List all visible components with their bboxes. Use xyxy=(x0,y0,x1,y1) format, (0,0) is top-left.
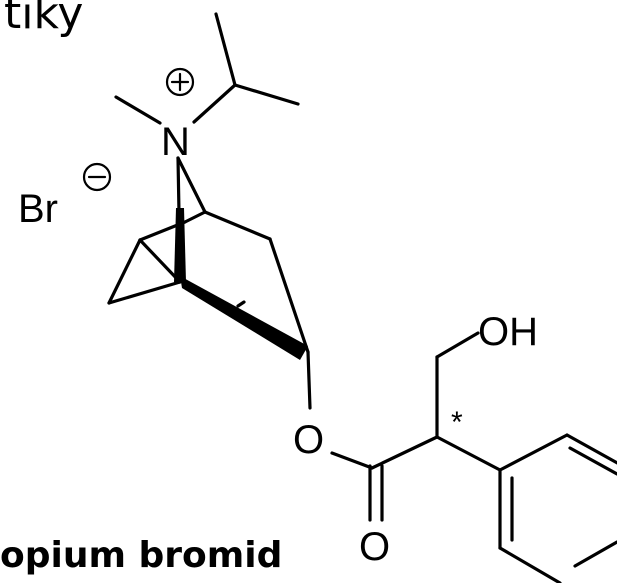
phenyl-bond-1 xyxy=(498,433,569,472)
ring-bond-right xyxy=(268,237,310,354)
ring-bond-left xyxy=(107,280,182,305)
isopropyl-methyl-bond-upper xyxy=(214,12,237,87)
phenyl-inner-bond-3 xyxy=(573,540,617,568)
ring-wedge-bond-lower xyxy=(180,276,308,360)
ester-oxygen-label: O xyxy=(293,418,324,462)
c3-oxygen-bond xyxy=(306,350,312,410)
bridge-wedge-bond xyxy=(174,208,186,282)
compound-caption-fragment: opium bromid xyxy=(0,535,283,576)
negative-charge-icon xyxy=(82,162,112,192)
positive-charge-icon xyxy=(165,67,195,97)
ethano-bridge-bond-1 xyxy=(138,238,182,284)
isopropyl-methyl-bond-right xyxy=(233,83,300,106)
ring-bond-top-right xyxy=(203,210,272,241)
n-isopropyl-bond xyxy=(192,83,237,124)
ch2-hydroxyl-bond xyxy=(435,331,480,359)
phenyl-bond-2 xyxy=(565,433,617,465)
bromine-label: Br xyxy=(18,187,58,231)
hydroxyl-label: OH xyxy=(478,310,538,354)
ethano-bridge-bond-2 xyxy=(138,220,187,242)
phenyl-inner-bond-2 xyxy=(568,446,617,476)
ring-bond-lower-hidden xyxy=(236,300,246,308)
n-bridgehead-right-bond xyxy=(176,156,207,214)
ethano-bridge-bond-3 xyxy=(183,210,207,224)
slide-heading-fragment: tiky xyxy=(4,0,84,39)
carbonyl-oxygen-label: O xyxy=(359,525,390,569)
stereocenter-mark: * xyxy=(451,406,463,439)
ring-bond-left-up xyxy=(107,238,142,305)
n-methyl-bond xyxy=(114,95,162,125)
oxygen-carbonyl-bond xyxy=(330,451,374,470)
nitrogen-label: N xyxy=(161,120,190,164)
carbonyl-alpha-bond xyxy=(370,435,439,470)
phenyl-bond-4 xyxy=(498,546,562,583)
alpha-phenyl-bond xyxy=(435,435,502,472)
